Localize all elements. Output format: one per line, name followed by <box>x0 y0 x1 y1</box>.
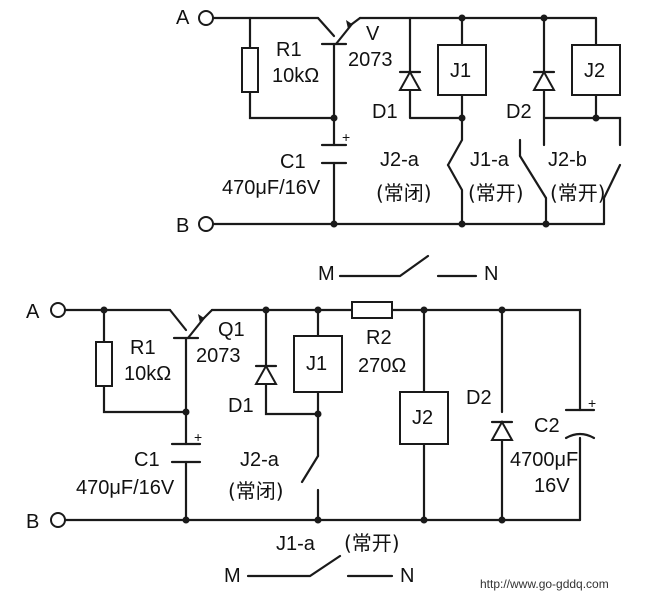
top-wire-d2-j2 <box>542 16 622 147</box>
top-mn-switch <box>338 254 478 278</box>
top-switch-j1a <box>446 163 464 214</box>
top-label-j2a-state: (常闭) <box>376 181 432 205</box>
svg-text:+: + <box>588 395 596 411</box>
bottom-r2 <box>351 301 393 319</box>
watermark-url: http://www.go-gddq.com <box>480 577 609 591</box>
bottom-capacitor-c1: + <box>170 429 202 464</box>
top-label-j2b-state: (常开) <box>550 181 606 205</box>
bottom-mn-switch <box>246 554 394 578</box>
bottom-label-q1: Q1 <box>218 319 245 341</box>
top-r1 <box>241 47 259 93</box>
top-diode-d1 <box>398 69 422 91</box>
bottom-transistor-q1 <box>168 308 214 340</box>
bottom-label-d2: D2 <box>466 387 492 409</box>
svg-text:+: + <box>342 129 350 145</box>
bottom-label-j1: J1 <box>306 353 327 375</box>
bottom-label-b: B <box>26 511 39 533</box>
bottom-capacitor-c2: + <box>564 395 596 440</box>
bottom-relay-j2 <box>399 391 449 445</box>
top-terminal-a <box>198 10 214 26</box>
bottom-label-n: N <box>400 565 414 587</box>
bottom-label-c2-voltage: 16V <box>534 475 570 497</box>
top-switch-j2b <box>542 116 622 226</box>
bottom-wire-r1-loop <box>102 308 188 414</box>
top-label-c1-value: 470μF/16V <box>222 177 321 199</box>
bottom-label-r2-value: 270Ω <box>358 355 406 377</box>
bottom-label-q1-type: 2073 <box>196 345 241 367</box>
top-label-m: M <box>318 263 335 285</box>
top-label-j2b: J2-b <box>548 149 587 171</box>
top-label-j1: J1 <box>450 60 471 82</box>
top-circuit: + <box>176 7 622 285</box>
svg-text:+: + <box>194 429 202 445</box>
bottom-r1 <box>95 341 113 387</box>
bottom-label-c2-value: 4700μF <box>510 449 578 471</box>
top-label-transistor: V <box>366 23 380 45</box>
bottom-label-j1a: J1-a <box>276 533 316 555</box>
bottom-label-c2-name: C2 <box>534 415 560 437</box>
top-diode-d2 <box>532 69 556 91</box>
top-label-j2: J2 <box>584 60 605 82</box>
top-label-d2: D2 <box>506 101 532 123</box>
bottom-switch-j2a <box>300 454 320 522</box>
bottom-label-d1: D1 <box>228 395 254 417</box>
top-relay-j1 <box>437 44 487 96</box>
bottom-wire-d1-j1 <box>264 308 320 458</box>
top-label-r1-value: 10kΩ <box>272 65 319 87</box>
top-terminal-b <box>198 216 214 232</box>
bottom-terminal-a <box>50 302 66 318</box>
top-node-base <box>330 114 338 122</box>
top-label-c1-name: C1 <box>280 151 306 173</box>
top-label-j1a-state: (常开) <box>468 181 524 205</box>
top-capacitor-c1: + <box>320 129 350 165</box>
top-wire-r1-loop <box>248 16 336 120</box>
bottom-wire-r2-out <box>390 308 582 522</box>
top-relay-j2 <box>571 44 621 96</box>
bottom-relay-j1 <box>293 335 343 393</box>
bottom-label-m: M <box>224 565 241 587</box>
top-wire-d1-j1 <box>408 16 464 120</box>
bottom-label-j2a-state: (常闭) <box>228 479 284 503</box>
bottom-label-r1-name: R1 <box>130 337 156 359</box>
bottom-label-a: A <box>26 301 40 323</box>
top-label-b: B <box>176 215 189 237</box>
top-label-transistor-type: 2073 <box>348 49 393 71</box>
top-transistor-v <box>316 16 362 46</box>
top-label-r1-name: R1 <box>276 39 302 61</box>
bottom-label-r1-value: 10kΩ <box>124 363 171 385</box>
bottom-label-j2: J2 <box>412 407 433 429</box>
top-label-a: A <box>176 7 190 29</box>
bottom-label-r2-name: R2 <box>366 327 392 349</box>
top-label-j1a: J1-a <box>470 149 510 171</box>
bottom-terminal-b <box>50 512 66 528</box>
bottom-label-j1a-state: (常开) <box>344 531 400 555</box>
bottom-label-c1-value: 470μF/16V <box>76 477 175 499</box>
bottom-label-c1-name: C1 <box>134 449 160 471</box>
bottom-diode-d1 <box>254 363 278 385</box>
top-switch-j2a <box>446 116 464 167</box>
top-label-j2a: J2-a <box>380 149 420 171</box>
top-label-d1: D1 <box>372 101 398 123</box>
top-label-n: N <box>484 263 498 285</box>
bottom-diode-d2 <box>490 419 514 441</box>
bottom-label-j2a: J2-a <box>240 449 280 471</box>
bottom-circuit: + + <box>26 301 596 587</box>
